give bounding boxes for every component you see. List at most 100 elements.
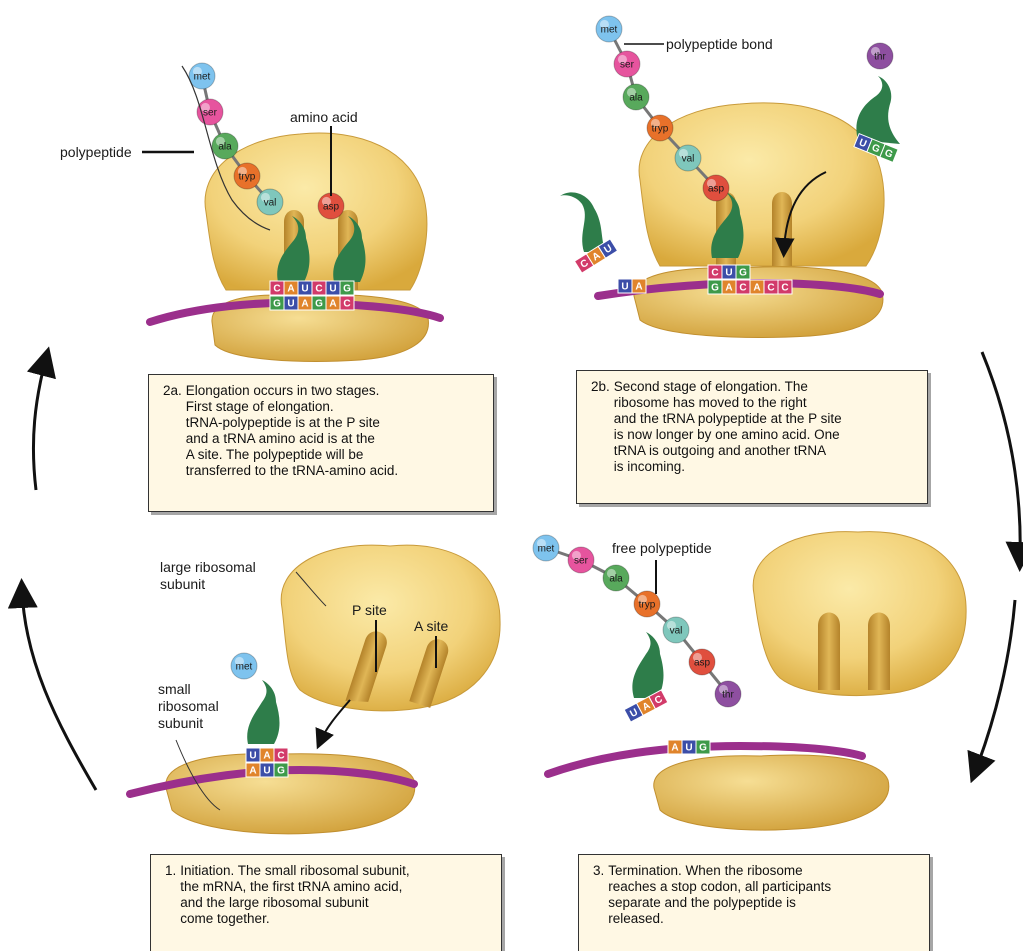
svg-text:C: C [767, 283, 774, 294]
panel-elongation-1: CAUCUGGUAGAC metseralatrypvalasp polypep… [60, 63, 440, 361]
base-C: C [764, 280, 778, 294]
caption-number: 2b. [591, 379, 610, 395]
svg-text:asp: asp [323, 202, 340, 213]
polypeptide-label: polypeptide [60, 144, 132, 160]
svg-text:tryp: tryp [239, 172, 256, 183]
base-A: A [284, 281, 298, 295]
base-G: G [340, 281, 354, 295]
base-U: U [722, 265, 736, 279]
base-U: U [298, 281, 312, 295]
amino-acid-ala: ala [212, 133, 238, 159]
caption-text: Termination. When the ribosome reaches a… [608, 863, 919, 927]
base-U: U [326, 281, 340, 295]
svg-text:A: A [301, 299, 308, 310]
amino-acid-met: met [533, 535, 559, 561]
svg-text:A: A [287, 284, 294, 295]
caption-text: Elongation occurs in two stages. First s… [186, 383, 483, 479]
svg-text:G: G [739, 268, 747, 279]
base-A: A [722, 280, 736, 294]
svg-text:met: met [194, 72, 211, 83]
svg-text:ala: ala [629, 93, 643, 104]
amino-acid-asp: asp [318, 193, 344, 219]
incoming-amino-acid: thr [867, 43, 893, 69]
svg-text:C: C [711, 268, 718, 279]
svg-text:C: C [277, 751, 284, 762]
small-subunit [634, 267, 883, 338]
amino-acid-ser: ser [614, 51, 640, 77]
base-C: C [708, 265, 722, 279]
base-G: G [736, 265, 750, 279]
svg-text:ala: ala [609, 574, 623, 585]
base-G: G [708, 280, 722, 294]
svg-text:val: val [682, 154, 695, 165]
svg-text:U: U [249, 751, 256, 762]
caption-text: Initiation. The small ribosomal subunit,… [180, 863, 491, 927]
amino-acid-tryp: tryp [647, 115, 673, 141]
trna-initiator [247, 680, 279, 744]
stop-region-codon: AUG [668, 740, 710, 754]
caption-number: 2a. [163, 383, 182, 399]
caption-number: 1. [165, 863, 176, 879]
svg-text:U: U [287, 299, 294, 310]
large-subunit [281, 545, 500, 711]
svg-text:met: met [538, 544, 555, 555]
base-G: G [696, 740, 710, 754]
base-A: A [260, 748, 274, 762]
base-A: A [632, 279, 646, 293]
small-subunit [654, 755, 889, 830]
amino-acid-asp: asp [689, 649, 715, 675]
svg-text:G: G [711, 283, 719, 294]
base-A: A [750, 280, 764, 294]
base-C: C [274, 748, 288, 762]
caption-elongation-2: 2b. Second stage of elongation. The ribo… [576, 370, 928, 504]
cycle-arrow-left-upper [33, 358, 46, 490]
amino-acid-val: val [663, 617, 689, 643]
svg-text:asp: asp [694, 658, 711, 669]
svg-text:C: C [343, 299, 350, 310]
caption-text: Second stage of elongation. The ribosome… [614, 379, 917, 475]
svg-text:A: A [725, 283, 732, 294]
cycle-arrow-right-upper [982, 352, 1020, 560]
base-G: G [270, 296, 284, 310]
svg-text:A: A [249, 766, 256, 777]
svg-text:tryp: tryp [639, 600, 656, 611]
base-C: C [778, 280, 792, 294]
svg-text:U: U [621, 282, 628, 293]
svg-text:ser: ser [574, 556, 589, 567]
amino-acid-met: met [189, 63, 215, 89]
svg-text:C: C [739, 283, 746, 294]
svg-text:A: A [635, 282, 642, 293]
large-subunit [753, 532, 966, 696]
base-C: C [312, 281, 326, 295]
svg-text:ala: ala [218, 142, 232, 153]
svg-text:G: G [343, 284, 351, 295]
panel-termination: UAC AUG metseralatrypvalaspthr free poly… [533, 532, 966, 830]
svg-text:met: met [601, 25, 618, 36]
base-U: U [284, 296, 298, 310]
cycle-arrow-left-lower [22, 590, 96, 790]
caption-elongation-1: 2a. Elongation occurs in two stages. Fir… [148, 374, 494, 512]
svg-text:asp: asp [708, 184, 725, 195]
base-U: U [246, 748, 260, 762]
svg-text:ser: ser [620, 60, 635, 71]
svg-text:thr: thr [874, 52, 886, 63]
svg-text:G: G [699, 743, 707, 754]
amino-acid-ala: ala [623, 84, 649, 110]
caption-number: 3. [593, 863, 604, 879]
base-C: C [270, 281, 284, 295]
svg-text:C: C [781, 283, 788, 294]
amino-acid-ala: ala [603, 565, 629, 591]
base-U: U [682, 740, 696, 754]
svg-text:val: val [264, 198, 277, 209]
svg-text:U: U [329, 284, 336, 295]
cycle-arrow-right-lower [975, 600, 1015, 772]
svg-text:val: val [670, 626, 683, 637]
amino-acid-ser: ser [568, 547, 594, 573]
a-site [772, 192, 792, 266]
svg-text:tryp: tryp [652, 124, 669, 135]
svg-text:G: G [273, 299, 281, 310]
